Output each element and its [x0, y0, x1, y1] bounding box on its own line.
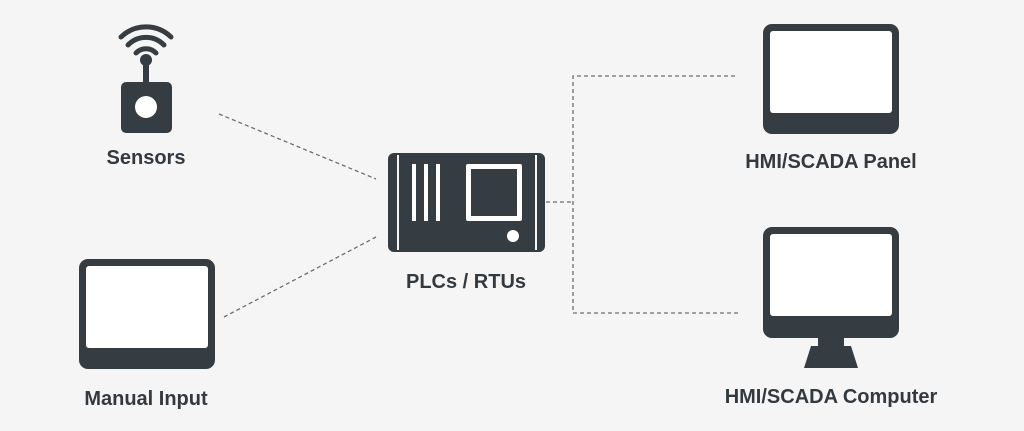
connector-manual-plc — [223, 236, 377, 318]
sensor-icon — [118, 24, 174, 133]
monitor-icon — [763, 227, 899, 368]
manual-input-node: Manual Input — [79, 259, 215, 410]
sensors-label: Sensors — [107, 147, 186, 169]
hmi-panel-node: HMI/SCADA Panel — [745, 24, 917, 173]
hmi-panel-label: HMI/SCADA Panel — [745, 151, 917, 173]
plc-node: PLCs / RTUs — [388, 153, 545, 293]
tablet-icon — [79, 259, 215, 369]
connector-sensors-plc — [218, 113, 377, 180]
hmi-computer-node: HMI/SCADA Computer — [725, 227, 938, 408]
panel-icon — [763, 24, 899, 134]
connector-bus-hmi — [572, 75, 738, 314]
plc-label: PLCs / RTUs — [406, 271, 526, 293]
plc-icon — [388, 153, 545, 252]
manual-input-label: Manual Input — [84, 388, 208, 410]
connectors — [218, 75, 738, 318]
sensor-node: Sensors — [107, 24, 186, 169]
hmi-computer-label: HMI/SCADA Computer — [725, 386, 938, 408]
